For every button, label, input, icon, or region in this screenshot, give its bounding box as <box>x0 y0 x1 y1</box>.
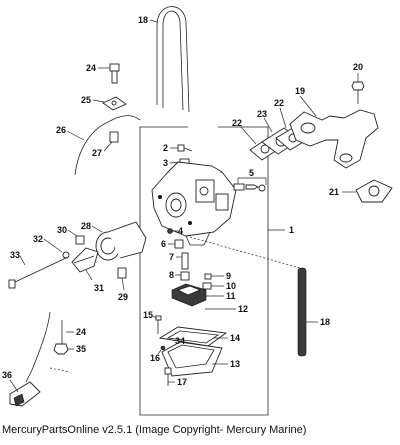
part-16-washer[interactable] <box>157 345 166 355</box>
part-27-ferrule[interactable] <box>103 131 119 152</box>
part-17-bowl-bolt[interactable] <box>164 367 175 386</box>
callout-23: 23 <box>257 109 267 119</box>
callout-19: 19 <box>295 86 305 96</box>
part-5-idle-screw[interactable] <box>233 177 267 192</box>
callout-5: 5 <box>249 168 254 178</box>
callout-11: 11 <box>226 291 236 301</box>
callout-3: 3 <box>163 158 168 168</box>
callout-29: 29 <box>118 292 128 302</box>
part-6-bushing[interactable] <box>168 239 184 249</box>
callout-36: 36 <box>2 370 12 380</box>
assembly-bracket <box>139 126 269 416</box>
callout-6: 6 <box>161 239 166 249</box>
part-10-seat[interactable] <box>202 282 224 290</box>
part-2-screw[interactable] <box>170 144 193 152</box>
part-18-fuel-hose-lower[interactable] <box>189 236 318 357</box>
part-21-gasket[interactable] <box>342 179 393 203</box>
part-24-screw[interactable] <box>98 63 120 84</box>
part-15-screw[interactable] <box>152 315 162 334</box>
part-18-fuel-hose-upper[interactable] <box>149 6 190 113</box>
callout-18-lower: 18 <box>320 317 330 327</box>
part-35-nut[interactable] <box>53 343 74 355</box>
part-36-choke-knob[interactable] <box>9 311 71 407</box>
callout-30: 30 <box>57 225 67 235</box>
part-33-through-bolt[interactable] <box>8 255 67 289</box>
callout-22-right: 22 <box>274 98 284 108</box>
part-31-choke-lever[interactable] <box>71 247 99 281</box>
callout-10: 10 <box>226 281 236 291</box>
part-9-needle[interactable] <box>204 273 224 280</box>
callout-14: 14 <box>230 333 240 343</box>
part-13-float-bowl[interactable] <box>161 341 228 377</box>
callout-16: 16 <box>150 353 160 363</box>
callout-9: 9 <box>226 271 231 281</box>
callout-25: 25 <box>81 95 91 105</box>
part-4-screw[interactable] <box>167 228 179 234</box>
callout-20: 20 <box>353 62 363 72</box>
callout-31: 31 <box>94 283 104 293</box>
callout-4: 4 <box>178 226 183 236</box>
part-32-washer[interactable] <box>43 238 70 259</box>
callout-34: 34 <box>175 336 185 346</box>
callout-35: 35 <box>76 344 86 354</box>
callout-18-upper: 18 <box>138 15 148 25</box>
part-11-float[interactable] <box>171 283 224 307</box>
callout-8: 8 <box>169 270 174 280</box>
callout-24-upper: 24 <box>86 63 96 73</box>
callout-21: 21 <box>329 187 339 197</box>
callout-33: 33 <box>10 250 20 260</box>
callout-24-lower: 24 <box>76 327 86 337</box>
part-14-bowl-gasket[interactable] <box>158 326 228 347</box>
callout-26: 26 <box>56 125 66 135</box>
part-19-intake-manifold[interactable] <box>289 95 379 169</box>
callout-12: 12 <box>238 304 248 314</box>
part-24-screw-lower[interactable] <box>61 320 74 345</box>
copyright-caption: MercuryPartsOnline v2.5.1 (Image Copyrig… <box>2 424 307 436</box>
part-8-nozzle[interactable] <box>175 271 190 281</box>
part-28-air-intake-adapter[interactable] <box>91 221 147 261</box>
part-26-choke-cable[interactable] <box>66 115 141 176</box>
part-7-main-jet[interactable] <box>176 252 189 270</box>
callout-32: 32 <box>33 234 43 244</box>
callout-1: 1 <box>289 225 294 235</box>
callout-2: 2 <box>163 143 168 153</box>
part-30-bushing[interactable] <box>67 229 85 245</box>
callout-13: 13 <box>230 359 240 369</box>
part-20-bolt[interactable] <box>351 73 365 104</box>
callout-27: 27 <box>92 148 102 158</box>
callout-22-left: 22 <box>232 118 242 128</box>
part-29-spacer[interactable] <box>117 267 127 291</box>
callout-15: 15 <box>143 310 153 320</box>
part-25-clip[interactable] <box>92 96 127 111</box>
carburetor-body[interactable] <box>151 161 237 246</box>
callout-28: 28 <box>81 221 91 231</box>
callout-17: 17 <box>177 377 187 387</box>
callout-7: 7 <box>169 252 174 262</box>
